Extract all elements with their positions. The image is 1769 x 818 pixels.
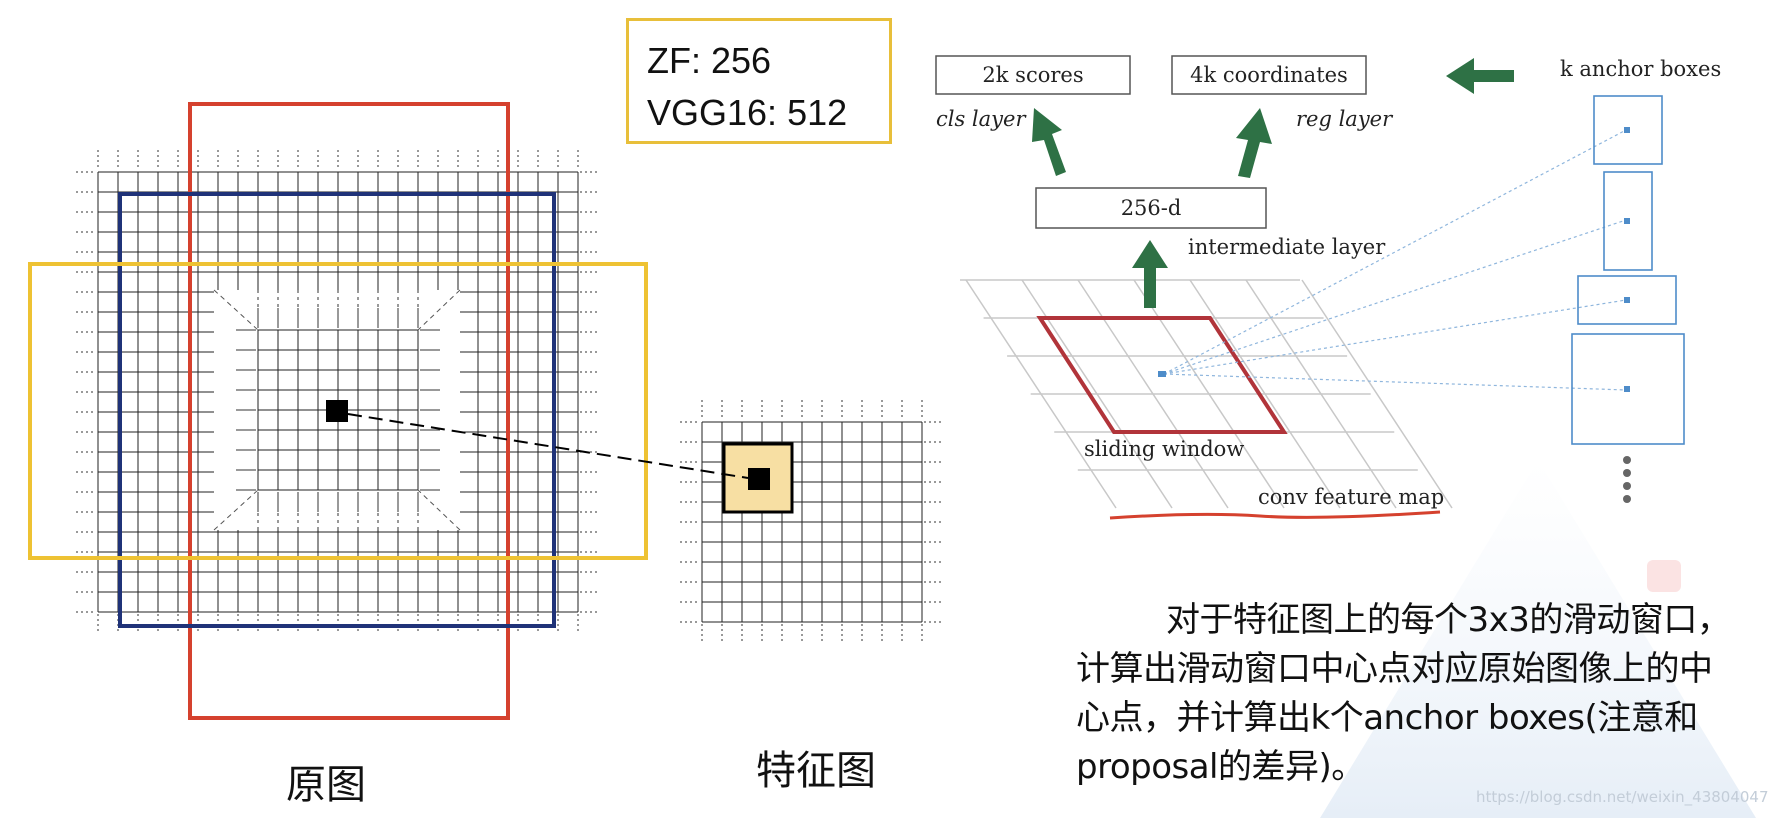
original-image-grid bbox=[76, 150, 600, 634]
original-image-caption: 原图 bbox=[286, 762, 366, 808]
receptive-field-lines bbox=[213, 289, 461, 531]
watermark-url: https://blog.csdn.net/weixin_43804047 bbox=[1476, 788, 1769, 806]
intermediate-layer-label: intermediate layer bbox=[1188, 235, 1386, 259]
rpn-schematic: 2k scores 4k coordinates 256-d cls layer… bbox=[935, 55, 1721, 520]
arrow-to-cls-icon bbox=[1032, 108, 1066, 176]
yellow-anchor-rect bbox=[28, 262, 648, 560]
feature-center-point bbox=[748, 468, 770, 490]
conv-feature-map-label: conv feature map bbox=[1258, 485, 1444, 509]
coordinates-box bbox=[1171, 55, 1367, 95]
zf-dimension: ZF: 256 bbox=[647, 40, 772, 81]
conv-feature-map-grid bbox=[960, 279, 1453, 509]
blue-anchor-rect bbox=[118, 192, 556, 628]
network-dimension-box: ZF: 256 VGG16: 512 bbox=[626, 18, 892, 144]
sliding-window-parallelogram bbox=[1036, 316, 1288, 434]
description-text: 对于特征图上的每个3x3的滑动窗口，计算出滑动窗口中心点对应原始图像上的中心点，… bbox=[1076, 600, 1731, 787]
window-center-point bbox=[1158, 371, 1166, 377]
anchor-centers bbox=[1624, 127, 1630, 392]
background-triangle bbox=[1320, 460, 1756, 818]
anchor-connectors bbox=[1163, 129, 1627, 391]
feature-map-grid bbox=[680, 400, 944, 644]
feature-map-underline bbox=[1109, 510, 1441, 520]
more-anchors-ellipsis-icon bbox=[1623, 456, 1631, 503]
reg-layer-label: reg layer bbox=[1296, 107, 1394, 131]
red-anchor-rect bbox=[188, 102, 510, 720]
intermediate-box bbox=[1035, 187, 1267, 229]
vgg16-dimension: VGG16: 512 bbox=[647, 92, 848, 133]
green-arrows bbox=[1032, 58, 1514, 308]
watermark-search-icon bbox=[1647, 560, 1681, 592]
scores-box bbox=[935, 55, 1131, 95]
scores-label: 2k scores bbox=[982, 63, 1083, 87]
feature-map-caption: 特征图 bbox=[756, 748, 876, 794]
anchor-boxes-label: k anchor boxes bbox=[1560, 57, 1721, 81]
intermediate-box-label: 256-d bbox=[1121, 196, 1182, 220]
anchor-boxes bbox=[1571, 95, 1685, 445]
cls-layer-label: cls layer bbox=[936, 107, 1027, 131]
arrow-to-reg-icon bbox=[1236, 108, 1272, 178]
original-center-point bbox=[326, 400, 348, 422]
arrow-from-anchors-icon bbox=[1446, 58, 1514, 94]
sliding-window-label: sliding window bbox=[1084, 437, 1244, 461]
coordinates-label: 4k coordinates bbox=[1190, 63, 1348, 87]
center-mapping-line bbox=[347, 413, 749, 479]
arrow-to-intermediate-icon bbox=[1132, 240, 1168, 308]
